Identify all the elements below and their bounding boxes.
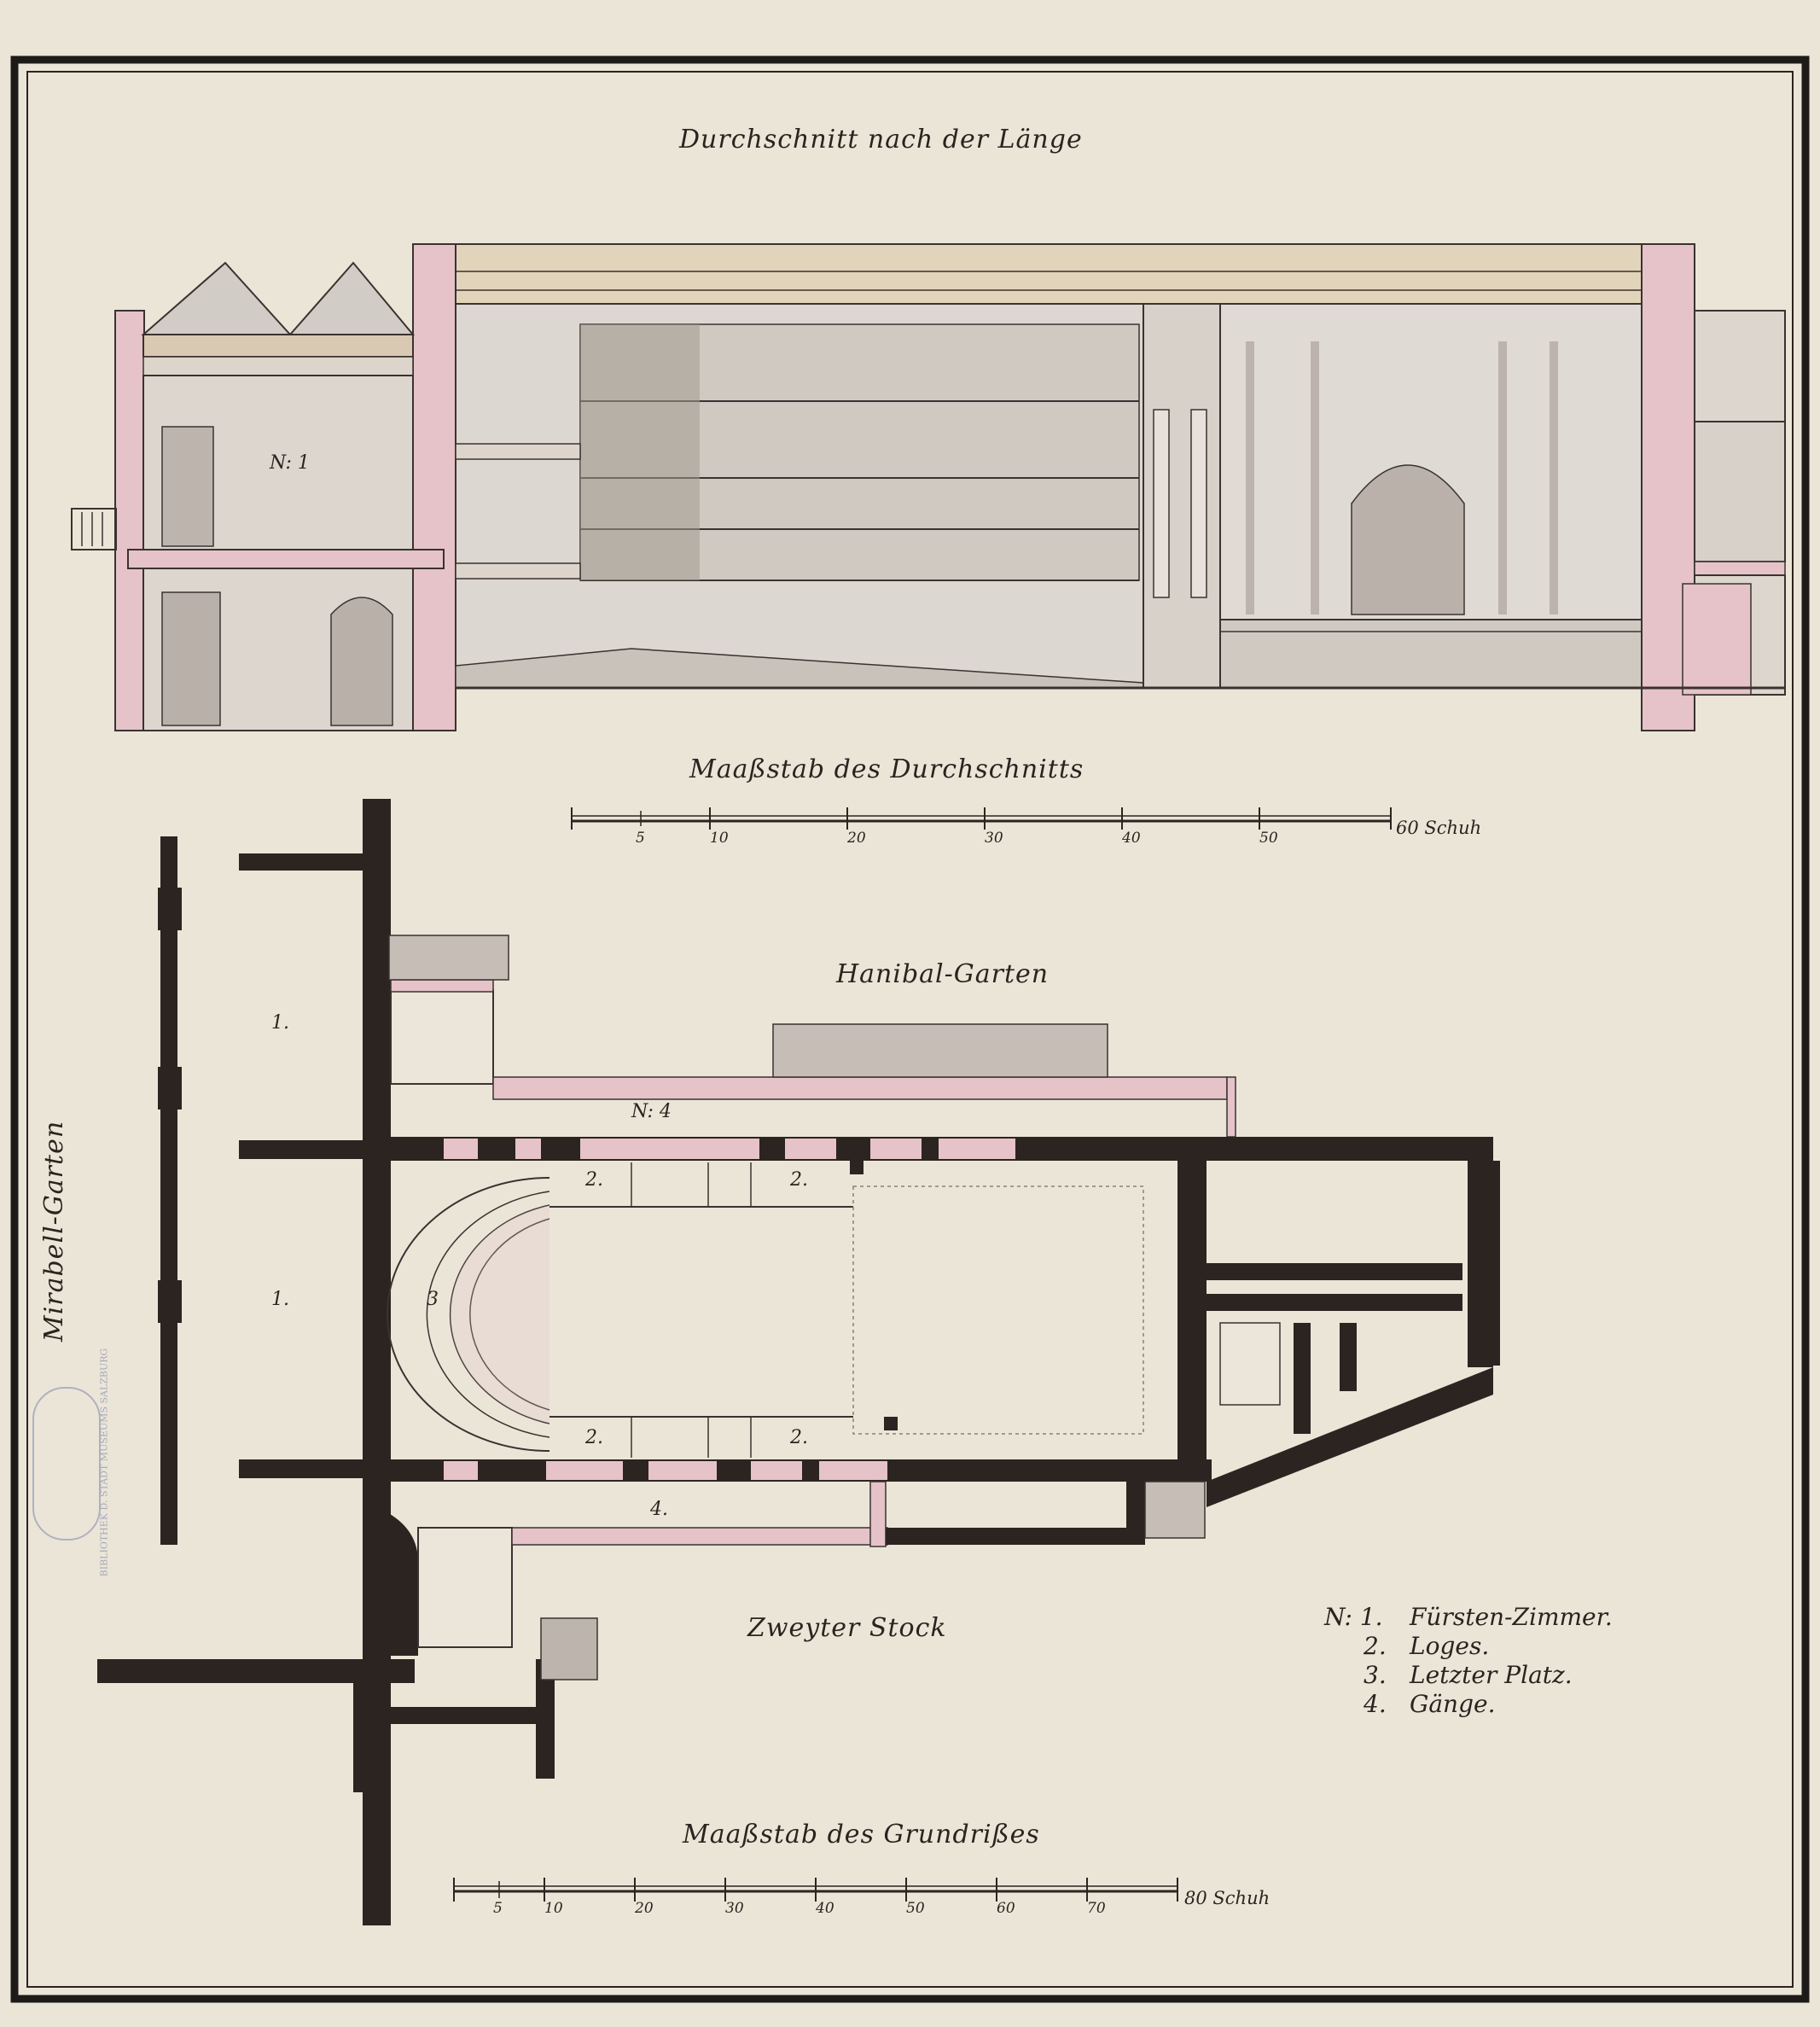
east-stair [1219,1322,1281,1406]
south-cross-wall [239,1459,363,1478]
legend-num-2: 2. [1364,1632,1387,1660]
right-doorway [1682,583,1752,696]
section-title: Durchschnitt nach der Länge [679,125,1083,154]
legend-num-1: N: 1. [1324,1603,1383,1631]
section-tick-50: 50 [1259,830,1278,847]
north-cross-wall [239,853,363,871]
loge-south-2: 2. [790,1427,808,1448]
outer-frame [10,55,1810,2003]
cornice-left [142,334,414,358]
section-scale-title: Maaßstab des Durchschnitts [689,754,1084,784]
loge-north-2: 2. [790,1169,808,1191]
south-stair-shade [540,1617,598,1680]
plan-tick-10: 10 [544,1900,563,1917]
gable-left [141,261,293,335]
legend-num-3: 3. [1364,1661,1387,1689]
right-floor-slab [1694,561,1786,576]
floor-title: Zweyter Stock [747,1613,947,1643]
diagonal-wall [1207,1367,1493,1507]
arched-doorway [330,597,393,726]
gallery-floor-2 [455,562,581,580]
north-annex-shade [772,1023,1108,1078]
gallery-label: 3 [427,1289,439,1310]
left-end-wall [114,310,145,731]
plan-tick-40: 40 [816,1900,834,1917]
north-garden-label: Hanibal-Garten [836,959,1050,989]
plan-scale-title: Maaßstab des Grundrißes [683,1820,1040,1849]
loge-south-1: 2. [585,1427,603,1448]
legend-text-2: Loges. [1410,1632,1490,1660]
west-wall-outer [160,836,177,1545]
floor-slab-left [127,549,445,569]
north-stair-shade [388,935,509,981]
section-tick-30: 30 [985,830,1003,847]
curved-drum-shade [580,324,700,580]
legend-num-4: 4. [1364,1690,1387,1718]
right-wing-mid [1694,421,1786,562]
section-tick-10: 10 [710,830,729,847]
right-wing-upper [1694,310,1786,422]
gable-right [288,261,416,335]
mid-cross-wall [239,1140,363,1159]
longitudinal-section [71,243,1786,731]
plan-tick-5: 5 [493,1900,503,1917]
plan-tick-20: 20 [635,1900,654,1917]
section-tick-40: 40 [1122,830,1141,847]
section-tick-60: 60 Schuh [1396,818,1482,838]
apse [363,1502,418,1656]
east-annex-shade [1144,1481,1206,1539]
stage-west-wall [1177,1137,1207,1482]
section-scale-bar [571,807,1392,830]
plan-tick-60: 60 [997,1900,1015,1917]
corridor-label: 4. [650,1499,668,1520]
loge-north-1: 2. [585,1169,603,1191]
stair-south [417,1527,513,1648]
room-1-north: 1. [271,1012,289,1034]
roof-truss [455,243,1643,305]
stage-area [852,1185,1144,1435]
room-n4: N: 4 [631,1101,672,1122]
balcony [71,508,117,550]
column-2 [1190,409,1207,598]
plan-tick-50: 50 [906,1900,925,1917]
plan-scale-bar [453,1878,1178,1902]
upper-door [161,426,214,547]
legend-text-1: Fürsten-Zimmer. [1410,1603,1613,1631]
floor-plan [97,799,1500,1925]
gallery-floor-1 [455,443,581,460]
plan-tick-30: 30 [725,1900,744,1917]
south-corridor [511,1527,888,1546]
west-garden-label: Mirabell-Garten [39,1120,69,1342]
section-room-label: N: 1 [270,452,310,474]
inner-frame [26,71,1794,1988]
legend-text-3: Letzter Platz. [1410,1661,1573,1689]
section-wall-left [412,243,456,731]
room-1-south: 1. [271,1289,289,1310]
horseshoe-outer [387,1177,550,1452]
ground-door-left [161,591,221,726]
legend-text-4: Gänge. [1410,1690,1496,1718]
attic-band [142,356,414,376]
east-wall [1468,1137,1493,1367]
stamp-text: BIBLIOTHEK D. STADT MUSEUMS SALZBURG [98,1348,110,1577]
plan-tick-80: 80 Schuh [1184,1888,1271,1908]
east-wing-cross-wall [1207,1263,1462,1280]
stair-north [390,989,494,1085]
section-tick-20: 20 [847,830,866,847]
north-corridor [492,1076,1228,1100]
plan-tick-70: 70 [1087,1900,1106,1917]
under-stage [1219,619,1643,689]
stage-arch [1351,464,1465,615]
column-1 [1153,409,1170,598]
library-stamp: BIBLIOTHEK D. STADT MUSEUMS SALZBURG [32,1348,109,1576]
section-tick-5: 5 [636,830,645,847]
